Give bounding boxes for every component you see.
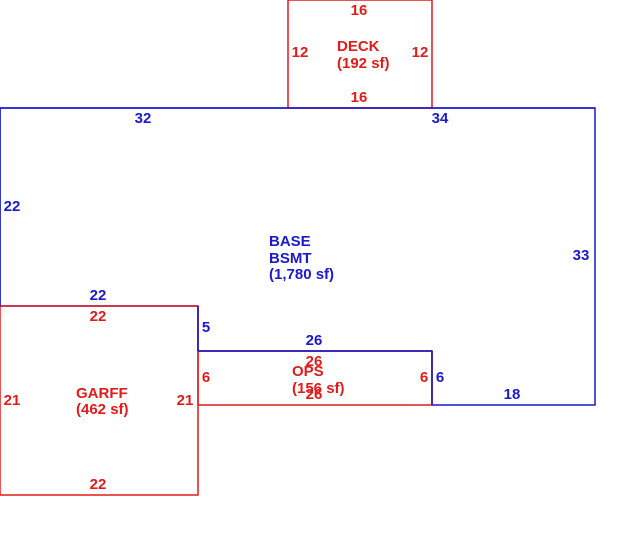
deck-area: (192 sf) (337, 55, 390, 72)
ops-dim-top: 26 (306, 353, 323, 370)
garage-dim-right: 21 (177, 392, 194, 409)
base-name-line2: BSMT (269, 250, 312, 267)
ops-dim-bottom: 26 (306, 386, 323, 403)
deck-dim-right: 12 (412, 44, 429, 61)
deck-dim-left: 12 (292, 44, 309, 61)
base-dim-notch-side: 5 (202, 319, 210, 336)
base-area: (1,780 sf) (269, 266, 334, 283)
ops-area: (156 sf) (292, 380, 345, 397)
garage-dim-bottom: 22 (90, 476, 107, 493)
garage-name: GARFF (76, 385, 128, 402)
base-dim-notch-top: 26 (306, 332, 323, 349)
base-name-line1: BASE (269, 233, 311, 250)
deck-dim-top: 16 (351, 2, 368, 19)
base-dim-right: 33 (573, 247, 590, 264)
ops-dim-right: 6 (420, 369, 428, 386)
garage-dim-top: 22 (90, 308, 107, 325)
ops-name: OPS (292, 363, 324, 380)
base-dim-lower-left: 22 (90, 287, 107, 304)
deck-name: DECK (337, 38, 380, 55)
base-dim-bottom-right: 18 (504, 386, 521, 403)
base-dim-left: 22 (4, 198, 21, 215)
garage-area: (462 sf) (76, 401, 129, 418)
ops-dim-left: 6 (202, 369, 210, 386)
base-dim-top-right: 34 (432, 110, 449, 127)
base-dim-notch-right: 6 (436, 369, 444, 386)
deck-dim-bottom: 16 (351, 89, 368, 106)
garage-dim-left: 21 (4, 392, 21, 409)
base-dim-top-left: 32 (135, 110, 152, 127)
